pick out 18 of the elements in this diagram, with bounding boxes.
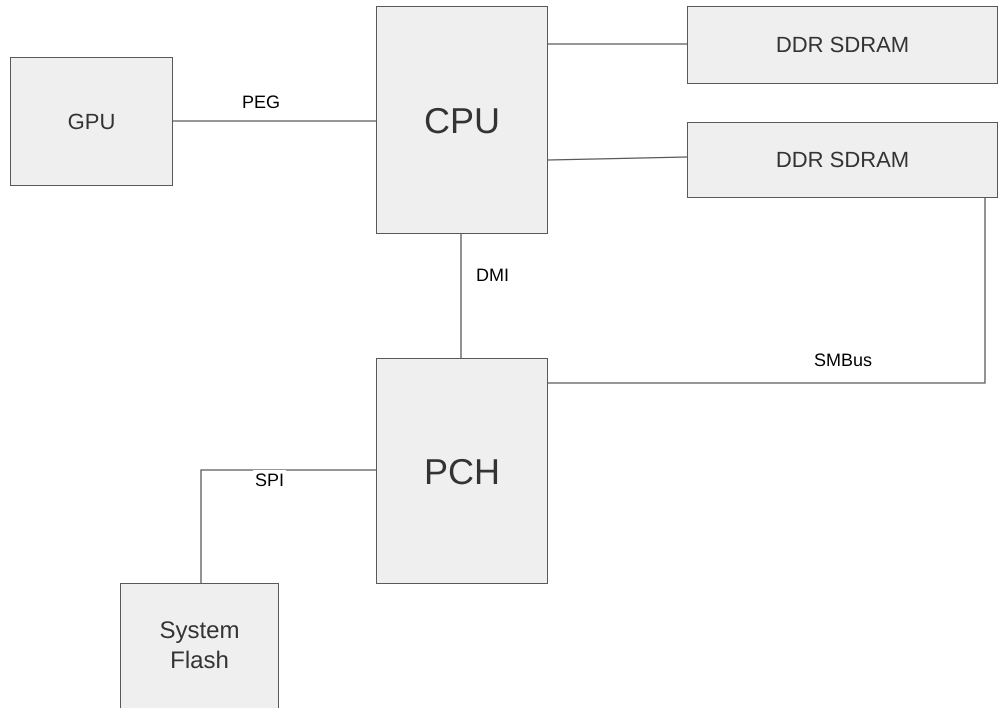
connector-line	[548, 156, 688, 161]
box-label: PCH	[424, 450, 500, 494]
component-box	[376, 6, 548, 234]
connector-line	[460, 234, 462, 358]
box-label: CPU	[424, 98, 500, 142]
component-box	[687, 6, 998, 84]
component-box	[687, 122, 998, 198]
connector-line	[200, 469, 376, 583]
box-label: System Flash	[158, 616, 240, 676]
component-box	[376, 358, 548, 584]
component-box	[120, 583, 279, 708]
connector-line	[173, 120, 376, 122]
connector-line	[548, 198, 986, 384]
box-label: DDR SDRAM	[776, 31, 910, 59]
connector-line	[548, 43, 687, 45]
box-label: DDR SDRAM	[776, 146, 910, 174]
component-box	[10, 57, 173, 186]
box-label: GPU	[68, 108, 116, 136]
